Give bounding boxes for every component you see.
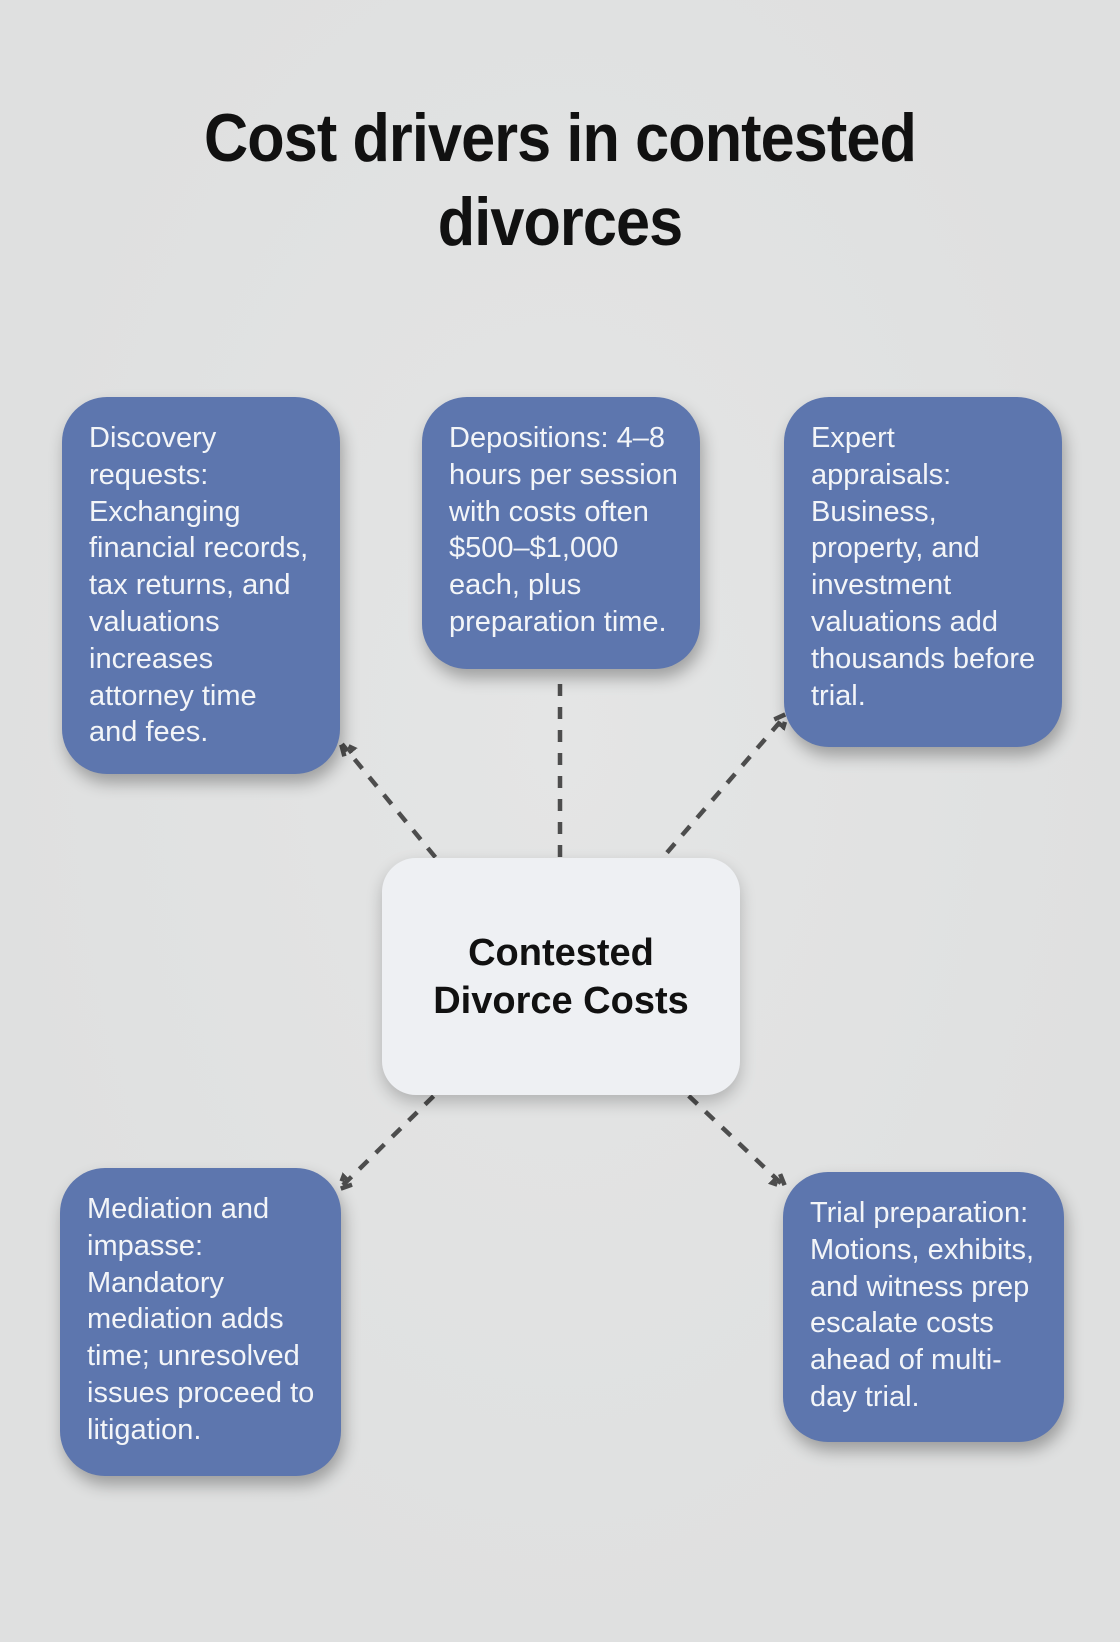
center-node: Contested Divorce Costs (382, 858, 740, 1095)
node-mediation-impasse: Mediation and impasse: Mandatory mediati… (60, 1168, 341, 1476)
node-expert-appraisals: Expert appraisals: Business, property, a… (784, 397, 1062, 747)
node-depositions: Depositions: 4–8 hours per session with … (422, 397, 700, 669)
connector-trial-preparation (670, 1078, 784, 1186)
page-title: Cost drivers in contested divorces (203, 100, 917, 260)
connector-expert-appraisals (650, 715, 786, 872)
center-node-label: Contested Divorce Costs (433, 931, 689, 1022)
node-trial-preparation: Trial preparation: Motions, exhibits, an… (783, 1172, 1064, 1442)
node-discovery-requests: Discovery requests: Exchanging financial… (62, 397, 340, 775)
connector-discovery (342, 744, 452, 877)
connector-mediation (340, 1078, 452, 1188)
